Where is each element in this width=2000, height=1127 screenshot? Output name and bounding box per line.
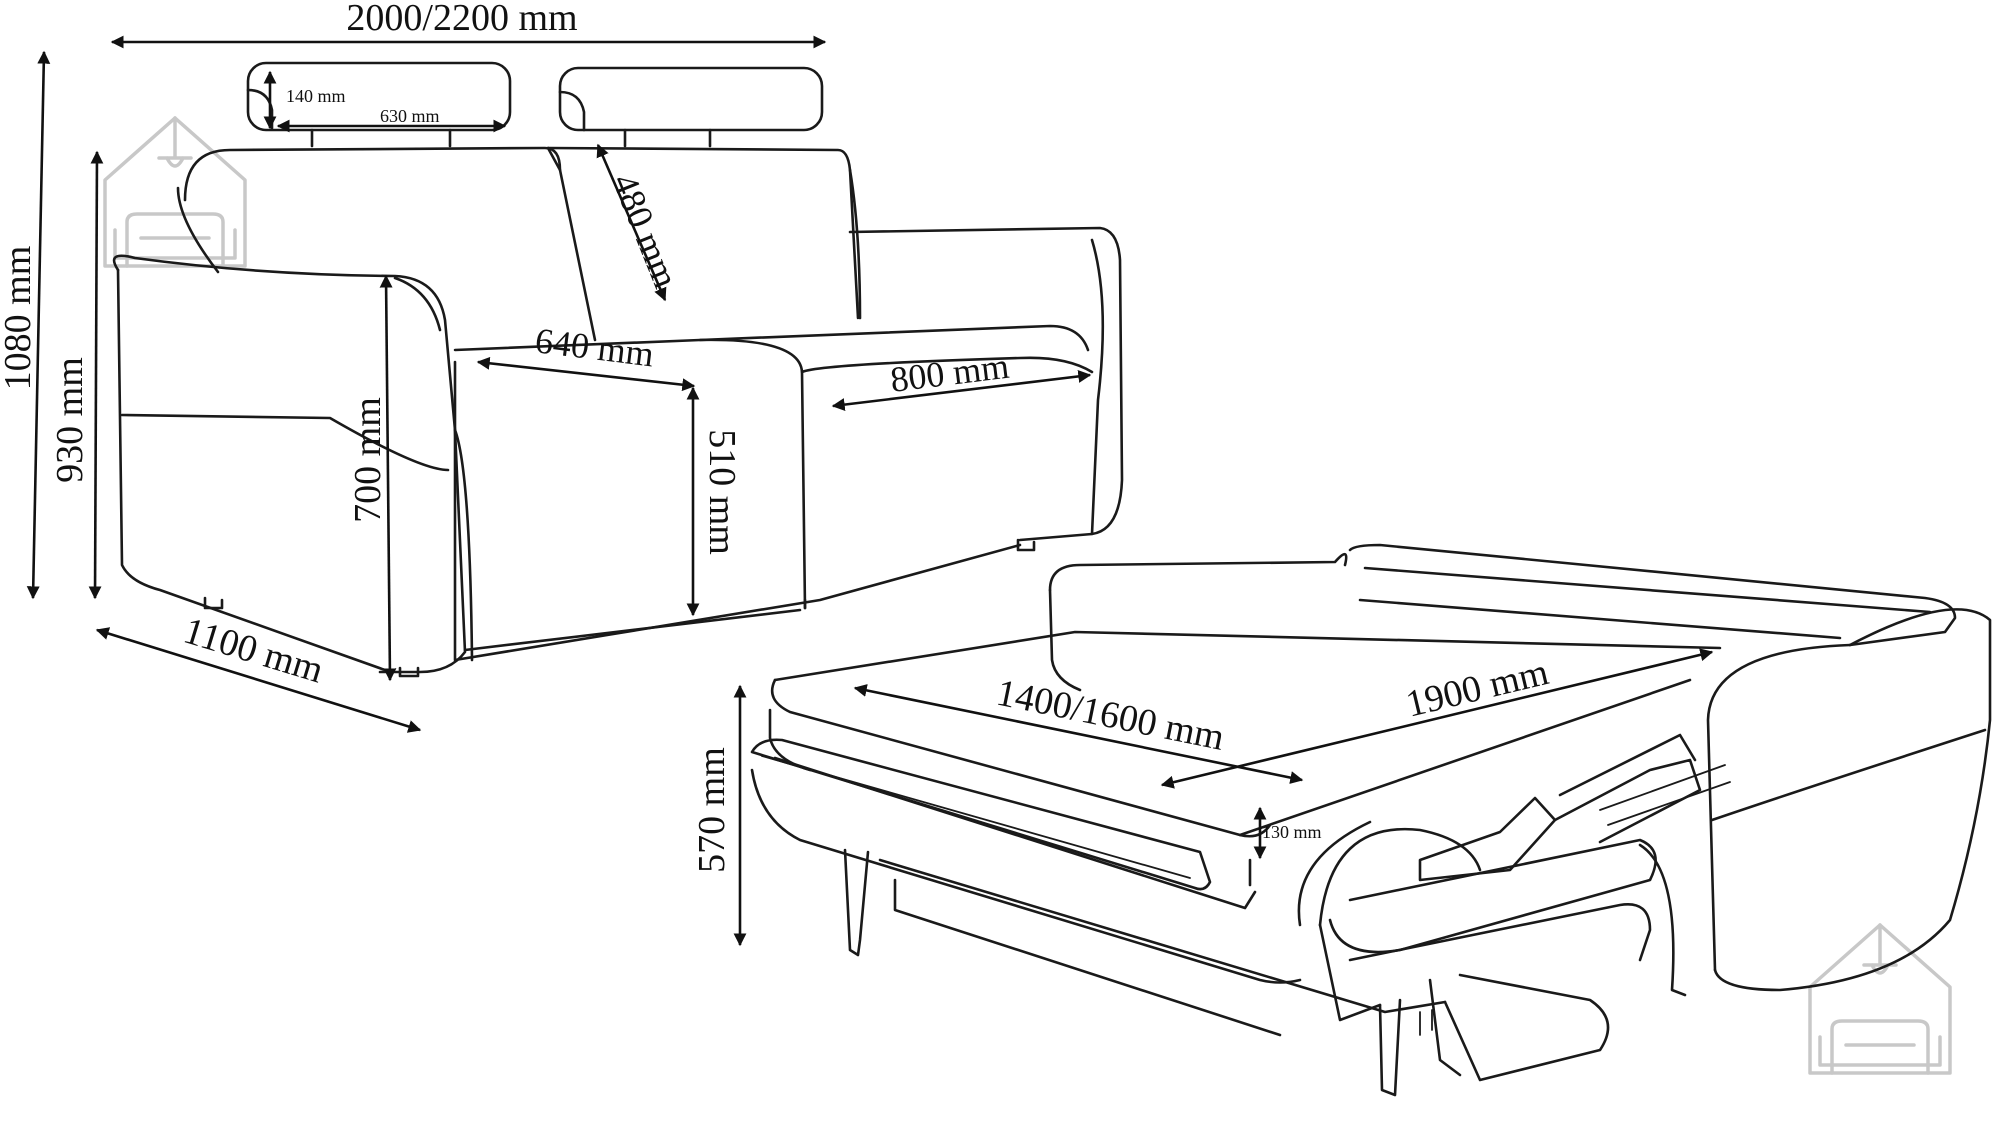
headrest-width-label: 630 mm [380,106,440,126]
back-height-label: 930 mm [49,357,91,483]
seat-width-label: 800 mm [888,346,1011,400]
bed-length-label: 1900 mm [1402,651,1552,726]
backrest-height-label: 480 mm [605,168,687,293]
house-sofa-logo-icon [1808,923,1952,1075]
bed-width-label: 1400/1600 mm [993,672,1228,759]
house-sofa-logo-icon [103,116,247,268]
sofa-bed-drawing [750,543,1992,1097]
sofa-drawing [112,61,1124,678]
dimension-lines [26,35,1714,947]
armrest-height-label: 700 mm [347,397,389,523]
overall-width-label: 2000/2200 mm [346,0,577,39]
seat-depth-label: 640 mm [533,320,656,374]
seat-height-label: 510 mm [701,429,743,555]
total-height-label: 1080 mm [0,246,39,391]
mattress-height-label: 130 mm [1262,822,1322,842]
headrest-height-label: 140 mm [286,86,346,106]
bed-height-label: 570 mm [691,747,733,873]
